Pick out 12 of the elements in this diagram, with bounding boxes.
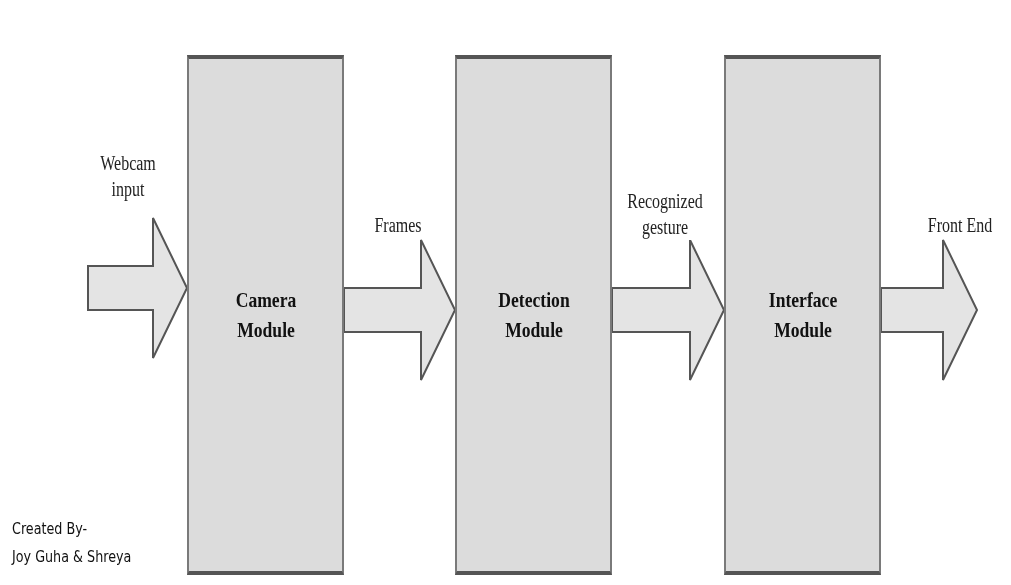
module-name: Camera Module (234, 286, 297, 344)
module-name: Interface Module (767, 286, 838, 344)
block-arrow (343, 239, 457, 381)
module-box (455, 55, 612, 575)
block-arrow (611, 239, 726, 381)
credit-text: Joy Guha & Shreya (12, 548, 132, 566)
credit-text: Created By- (12, 520, 88, 538)
block-arrow (87, 217, 189, 359)
block-arrow (880, 239, 979, 381)
module-box (187, 55, 344, 575)
module-name: Detection Module (497, 286, 570, 344)
module-box (724, 55, 881, 575)
